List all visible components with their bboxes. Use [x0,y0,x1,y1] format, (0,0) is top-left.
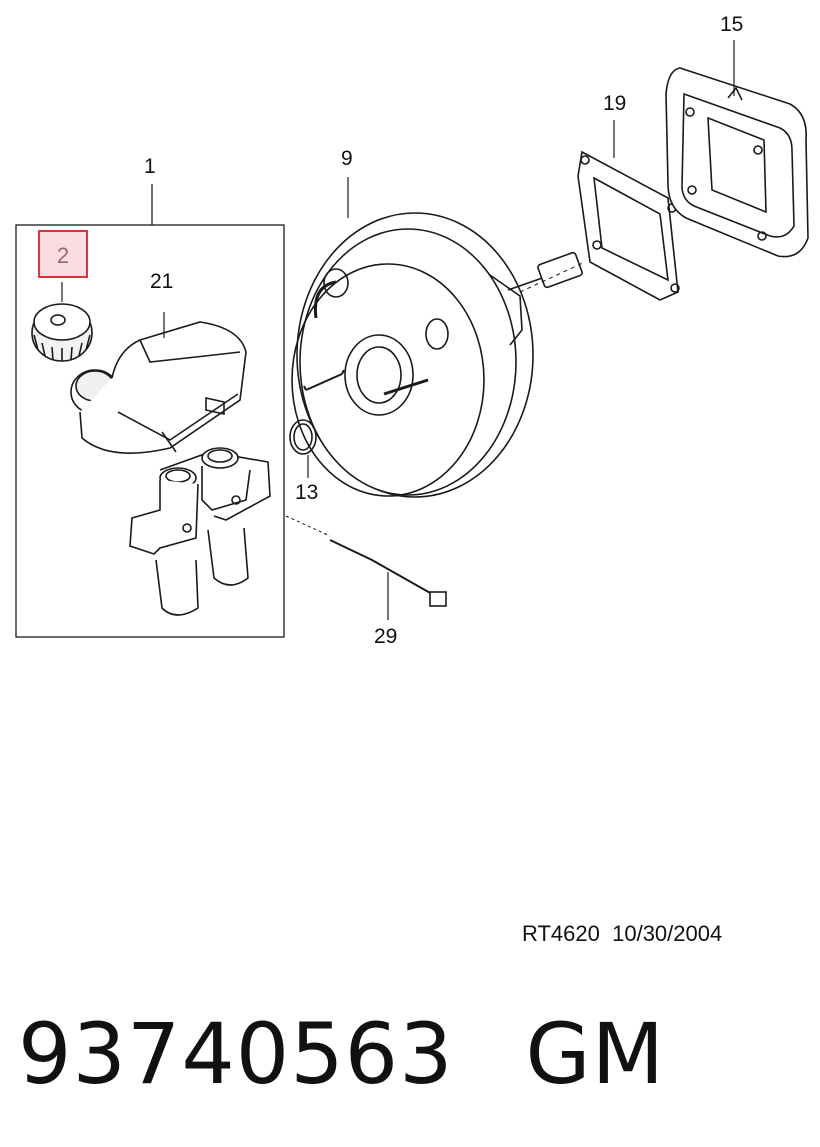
callout-29: 29 [374,625,398,648]
part-number: 93740563 [18,1005,454,1103]
reservoir-cap-part [31,282,93,362]
highlighted-callout-2[interactable]: 2 [38,230,88,278]
callout-15: 15 [720,13,744,36]
callout-9: 9 [341,147,353,170]
assembly-frame [15,224,285,638]
master-cylinder-part [129,397,271,616]
o-ring-part [289,419,317,455]
callout-13: 13 [295,481,319,504]
callout-1: 1 [144,155,156,178]
callout-2-label: 2 [56,243,70,268]
brake-booster-part [291,177,583,498]
dash-seal-part [665,40,809,258]
drawing-date: 10/30/2004 [612,921,723,946]
brand-name: GM [525,1005,666,1103]
drawing-code: RT4620 [522,921,600,946]
gasket-part [577,120,680,301]
callout-19: 19 [603,92,627,115]
sensor-part [285,515,447,620]
part-number-line: 93740563 GM [18,1005,665,1103]
drawing-reference: RT4620 10/30/2004 [522,921,722,947]
reservoir-part [70,312,247,454]
callout-21: 21 [150,270,174,293]
